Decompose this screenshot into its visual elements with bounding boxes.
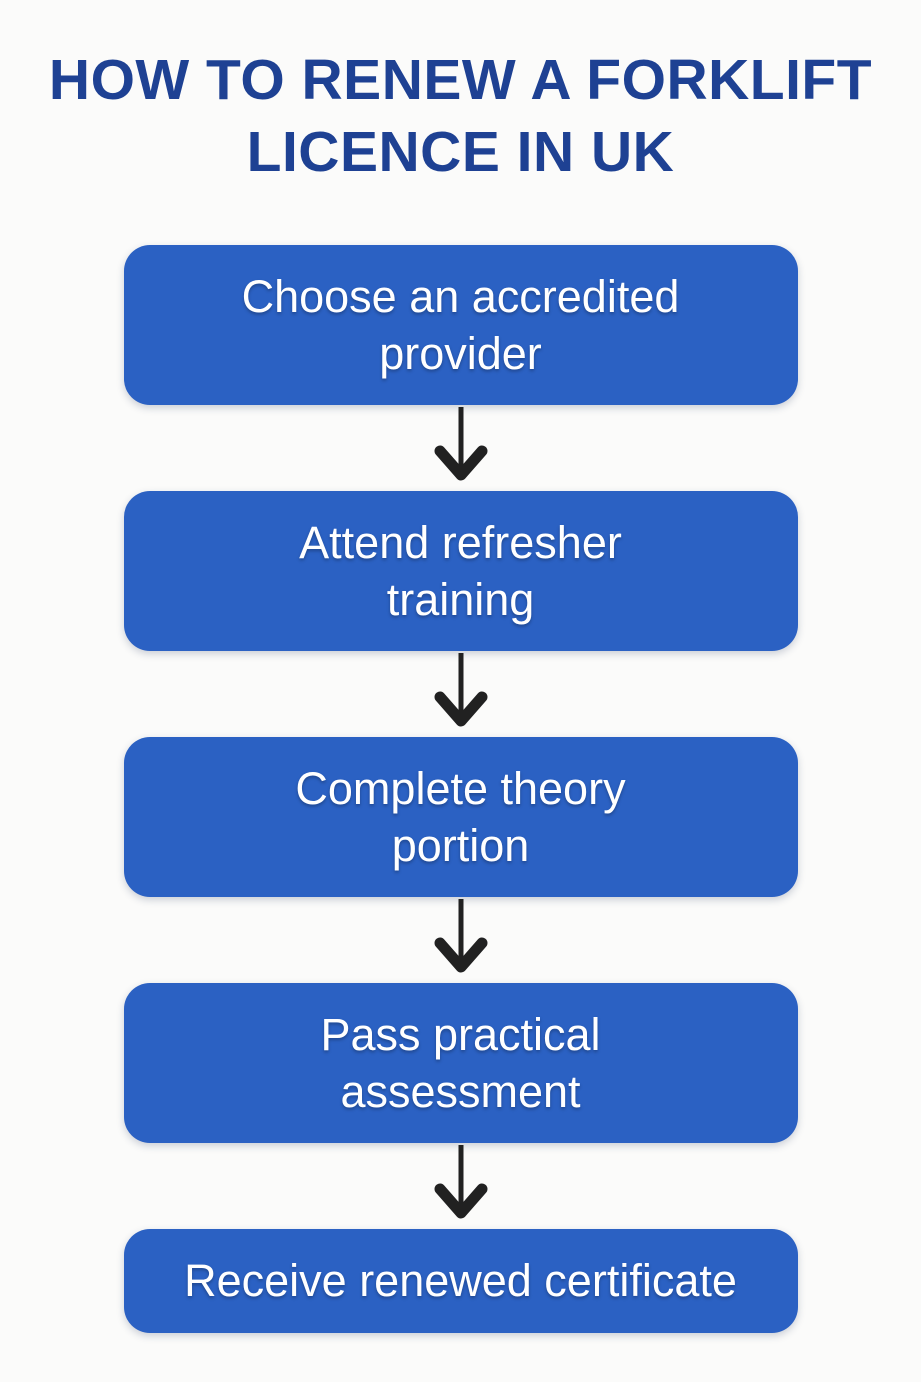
step-label: Pass practical (320, 1008, 601, 1060)
step-label: Choose an accredited (241, 270, 680, 322)
step-label: training (386, 573, 535, 625)
step-label: Receive renewed certificate (184, 1255, 737, 1307)
page-title: HOW TO RENEW A FORKLIFT LICENCE IN UK (0, 44, 921, 189)
page-title-line-2: FORKLIFT LICENCE IN UK (246, 48, 873, 185)
step-box-renewed-certificate: Receive renewed certificate (123, 1228, 798, 1333)
down-arrow-icon (434, 898, 487, 973)
down-arrow-icon (434, 406, 487, 481)
step-label: portion (391, 819, 530, 871)
step-label: Complete theory (295, 762, 626, 814)
page-title-line-1: HOW TO RENEW A (48, 48, 570, 112)
step-box-refresher-training: Attend refresher training (123, 490, 798, 651)
step-label: assessment (340, 1065, 581, 1117)
step-box-theory-portion: Complete theory portion (123, 736, 798, 897)
step-box-practical-assessment: Pass practical assessment (123, 982, 798, 1143)
down-arrow-icon (434, 652, 487, 727)
flowchart: Choose an accredited provider Attend ref… (0, 244, 921, 1333)
down-arrow-icon (434, 1144, 487, 1219)
step-box-choose-provider: Choose an accredited provider (123, 244, 798, 405)
step-label: Attend refresher (299, 516, 622, 568)
step-label: provider (379, 327, 542, 379)
